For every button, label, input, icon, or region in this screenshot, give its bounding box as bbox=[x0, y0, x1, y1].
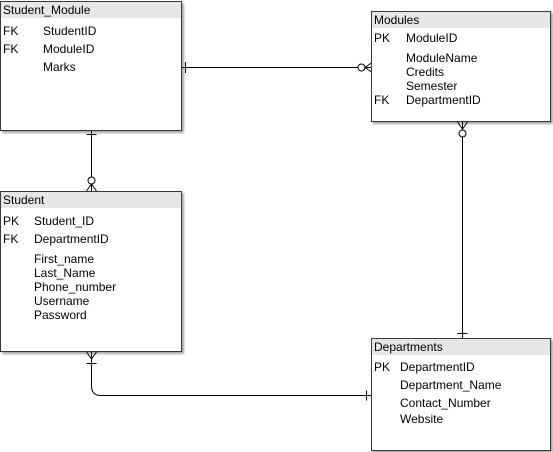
foreign-key-label: FK bbox=[374, 93, 390, 107]
attribute-row: Semester bbox=[372, 79, 550, 93]
attribute-name: Department_Name bbox=[400, 378, 502, 392]
optional-marker bbox=[458, 129, 467, 138]
attribute-name: First_name bbox=[34, 252, 95, 266]
attribute-name: Username bbox=[34, 294, 90, 308]
primary-key-label: PK bbox=[374, 360, 391, 374]
entity-modules[interactable]: Modules PK ModuleID ModuleName Credits S… bbox=[371, 11, 551, 122]
relationship-student-departments bbox=[86, 351, 372, 401]
foreign-key-label: FK bbox=[3, 24, 19, 38]
attribute-row: FK DepartmentID bbox=[372, 93, 550, 107]
attribute-name: Contact_Number bbox=[400, 396, 491, 410]
attribute-row: Username bbox=[1, 294, 181, 308]
crows-foot-marker bbox=[364, 62, 373, 68]
foreign-key-label: FK bbox=[3, 42, 19, 56]
attribute-row: Marks bbox=[1, 58, 181, 76]
attribute-row: Contact_Number bbox=[372, 394, 550, 412]
attribute-row: PK DepartmentID bbox=[372, 358, 550, 376]
relationship-student-module-student bbox=[86, 131, 97, 192]
attribute-name: DepartmentID bbox=[400, 360, 475, 374]
entity-title: Student bbox=[1, 192, 181, 208]
attribute-name: Credits bbox=[406, 65, 445, 79]
attribute-row: ModuleName bbox=[372, 51, 550, 65]
entity-title: Modules bbox=[372, 12, 550, 28]
attribute-row: Last_Name bbox=[1, 266, 181, 280]
attribute-name: Phone_number bbox=[34, 280, 117, 294]
attribute-name: Student_ID bbox=[34, 214, 95, 228]
crows-foot-marker bbox=[86, 183, 92, 192]
attribute-name: Semester bbox=[406, 79, 458, 93]
entity-title: Student_Module bbox=[1, 2, 181, 18]
attribute-row: Website bbox=[372, 412, 550, 426]
attribute-name: Last_Name bbox=[34, 266, 96, 280]
attribute-row: Credits bbox=[372, 65, 550, 79]
attribute-name: ModuleID bbox=[43, 42, 95, 56]
crows-foot-marker bbox=[457, 121, 463, 130]
optional-marker bbox=[357, 63, 366, 72]
attribute-name: ModuleName bbox=[406, 51, 478, 65]
attribute-row: FK StudentID bbox=[1, 22, 181, 40]
attribute-row: Department_Name bbox=[372, 376, 550, 394]
attribute-row: FK DepartmentID bbox=[1, 230, 181, 248]
attribute-name: DepartmentID bbox=[406, 93, 481, 107]
entity-student[interactable]: Student PK Student_ID FK DepartmentID Fi… bbox=[0, 191, 182, 352]
foreign-key-label: FK bbox=[3, 232, 19, 246]
primary-key-label: PK bbox=[374, 31, 391, 45]
attribute-row: PK ModuleID bbox=[372, 31, 550, 46]
attribute-name: Website bbox=[400, 412, 444, 426]
attribute-row: Password bbox=[1, 308, 181, 322]
attribute-name: StudentID bbox=[43, 24, 97, 38]
entity-student-module[interactable]: Student_Module FK StudentID FK ModuleID … bbox=[0, 1, 182, 131]
optional-marker bbox=[87, 176, 96, 185]
entity-title: Departments bbox=[372, 339, 550, 355]
attribute-row: First_name bbox=[1, 252, 181, 266]
attribute-row: Phone_number bbox=[1, 280, 181, 294]
primary-key-label: PK bbox=[3, 214, 20, 228]
attribute-name: DepartmentID bbox=[34, 232, 109, 246]
crows-foot-marker bbox=[86, 351, 92, 360]
attribute-name: Password bbox=[34, 308, 87, 322]
relationship-student-module-modules bbox=[182, 62, 373, 73]
entity-departments[interactable]: Departments PK DepartmentID Department_N… bbox=[371, 338, 551, 451]
relationship-modules-departments bbox=[457, 121, 468, 338]
attribute-row: PK Student_ID bbox=[1, 212, 181, 230]
attribute-row: FK ModuleID bbox=[1, 40, 181, 58]
attribute-name: ModuleID bbox=[406, 31, 458, 45]
attribute-name: Marks bbox=[43, 60, 76, 74]
